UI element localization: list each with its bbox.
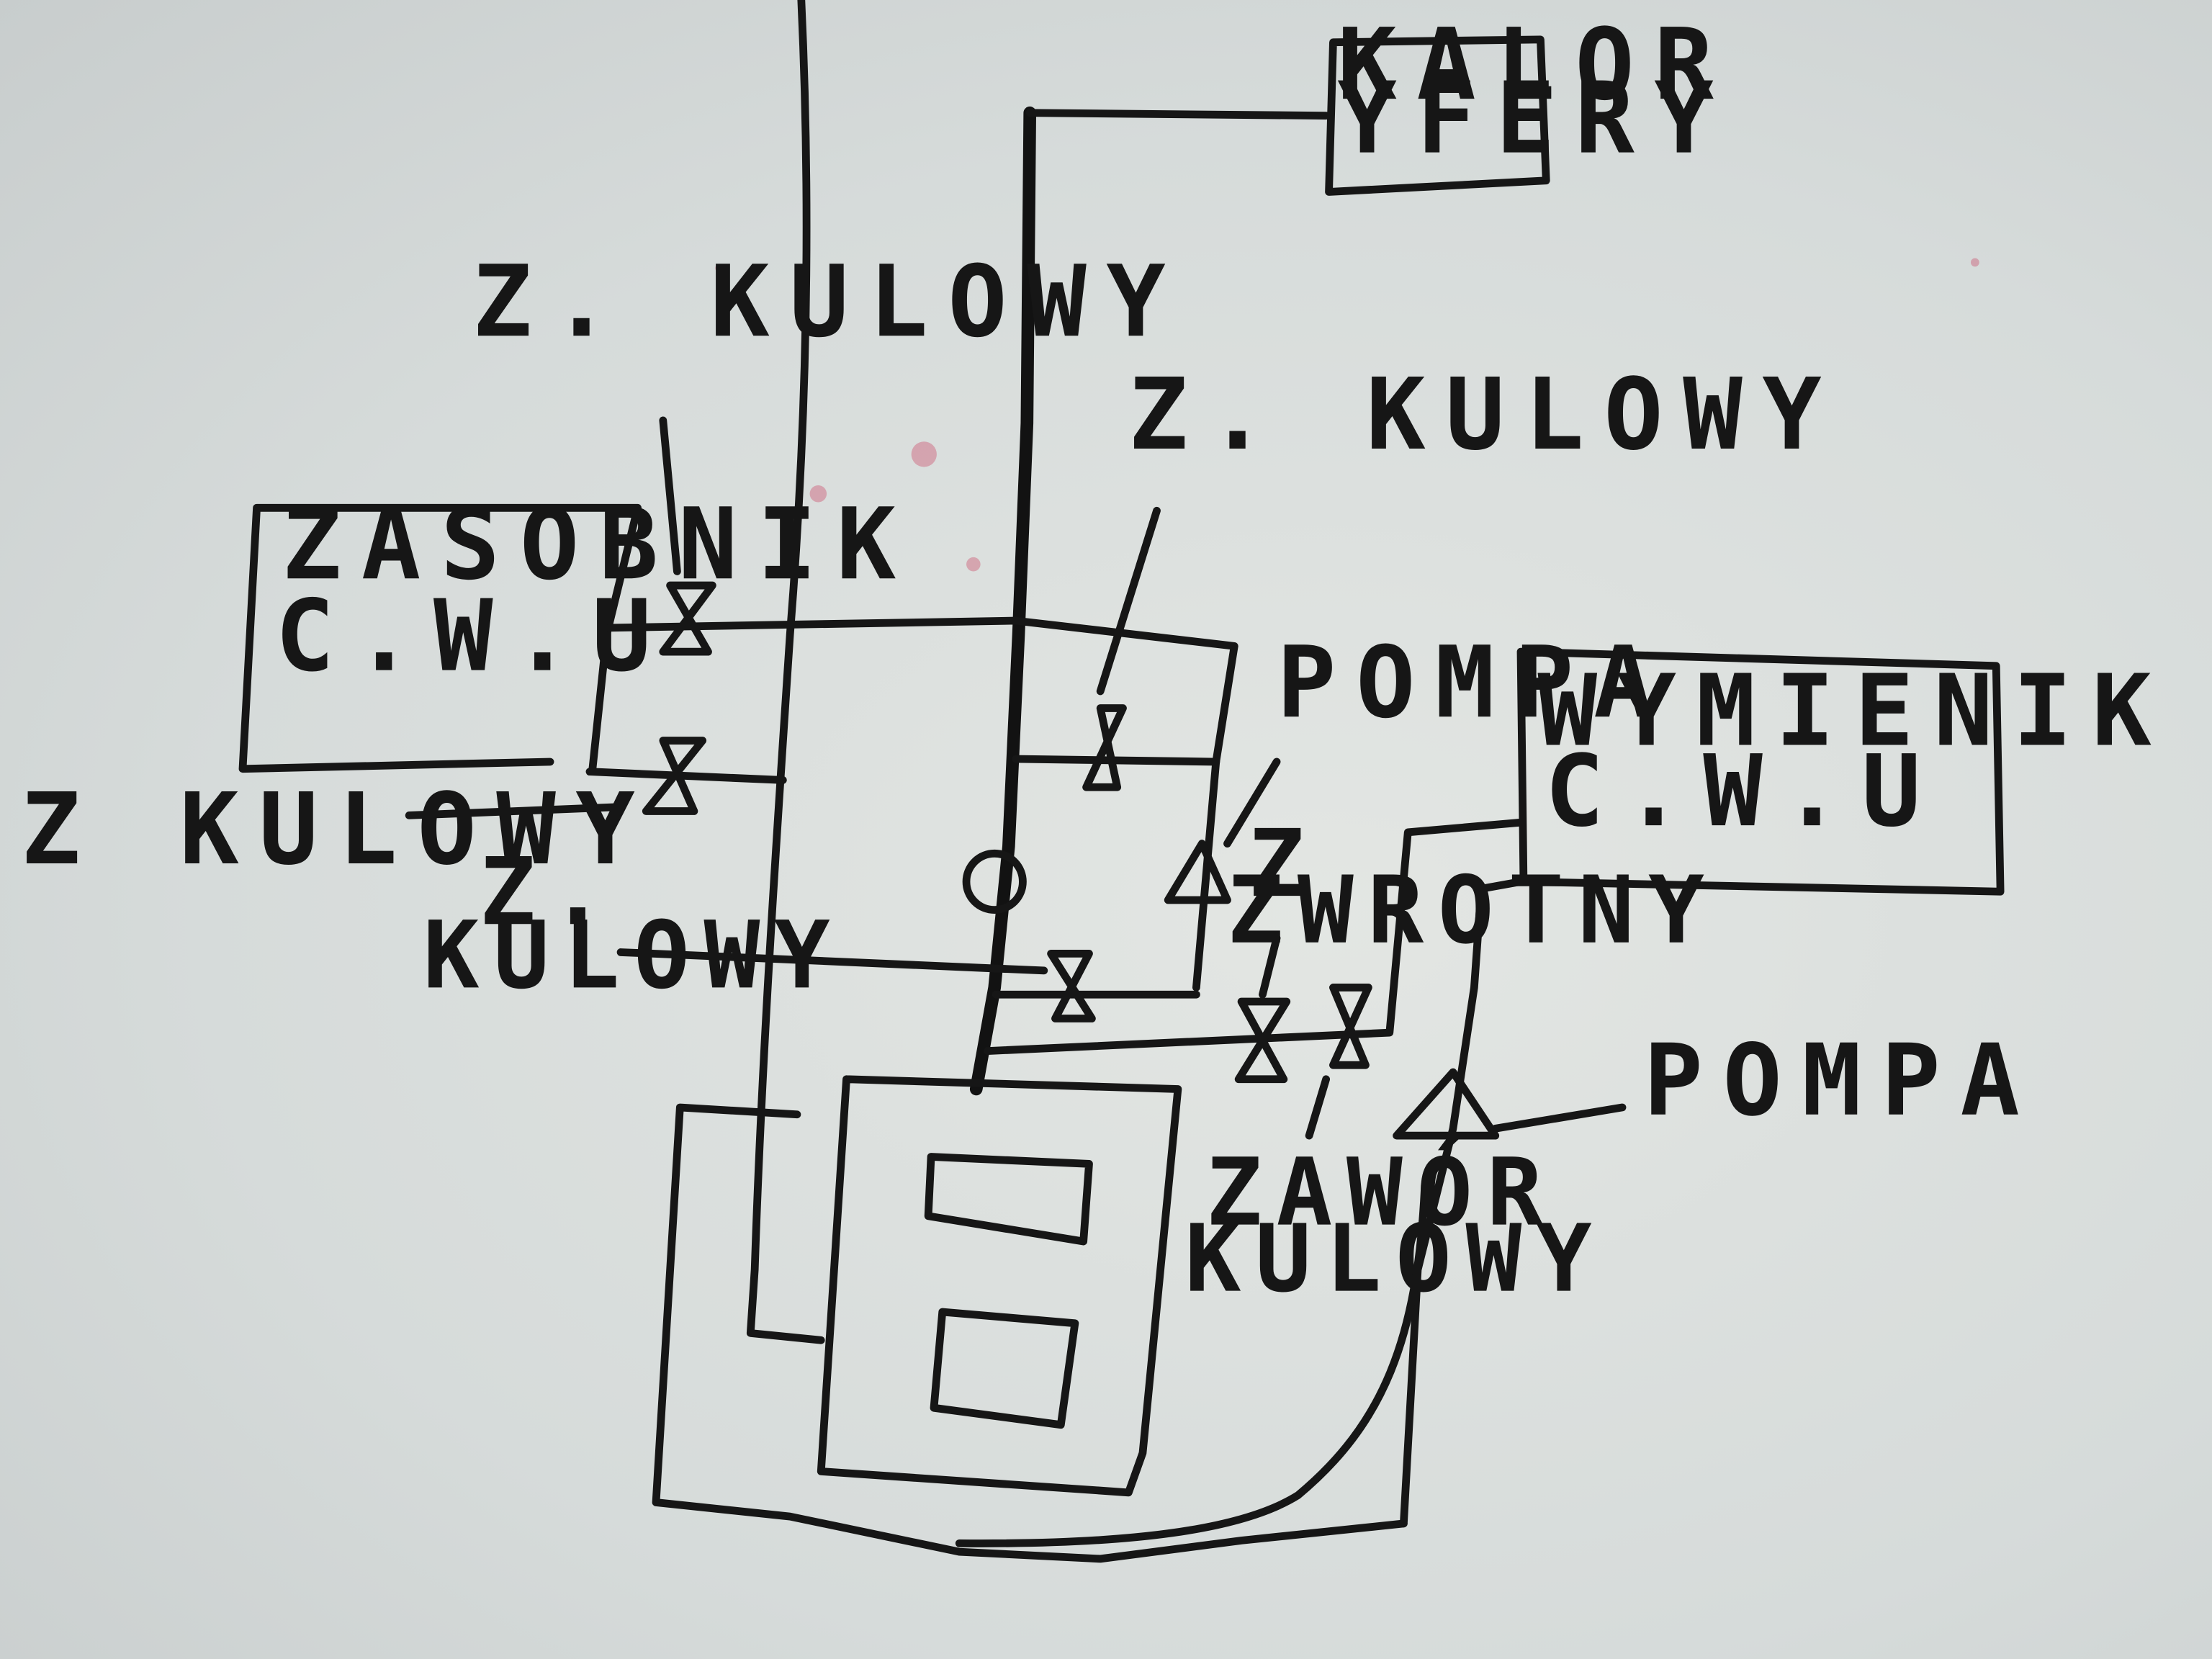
- leader-valve-top-right: [1096, 506, 1161, 696]
- paper-stains: [715, 258, 1979, 572]
- exchanger-to-boiler-pipe: [1400, 878, 1525, 1528]
- tank-lower-pipe: [585, 768, 787, 784]
- tank-upper-pipe: [605, 616, 1238, 766]
- hot-water-tank-label-line2: C.W.U: [275, 580, 671, 694]
- leader-valve-bottom: [1305, 1075, 1331, 1140]
- exchanger-return-pipe: [984, 818, 1525, 1055]
- leader-valve-top-left: [659, 416, 681, 575]
- boiler-upper-door: [924, 1153, 1093, 1246]
- pump-lower-symbol: [1393, 1068, 1500, 1140]
- leader-check-valve: [1259, 934, 1281, 999]
- label-check-valve-line1: Z: [1249, 810, 1318, 918]
- radiator-top-pipe: [1025, 109, 1331, 120]
- ball-valve-exchanger-2: [1329, 984, 1372, 1069]
- leader-valve-middle: [616, 948, 1048, 975]
- ball-valve-tank-upper: [659, 581, 716, 656]
- label-valve-top-left: Z. KULOWY: [472, 245, 1185, 359]
- label-check-valve-line2: ZWROTNY: [1227, 857, 1718, 965]
- heat-exchanger-box: [1516, 647, 2005, 896]
- label-valve-bottom-line2: KULOWY: [1185, 1205, 1606, 1313]
- circulation-meter-symbol: [962, 849, 1027, 914]
- leader-pump-lower: [1491, 1103, 1627, 1133]
- radiator-supply-pipe: [969, 106, 1037, 1096]
- ball-valve-bypass-lower: [1047, 950, 1096, 1022]
- ball-valve-bypass-upper: [1082, 704, 1127, 791]
- radiators-label-line2: YFERY: [1337, 62, 1733, 176]
- boiler-outer-casing: [652, 1103, 1408, 1563]
- boiler-rear-curve: [955, 1181, 1429, 1547]
- heat-exchanger-label-line1: WYMIENIK: [1538, 654, 2172, 768]
- label-valve-middle-line1: Z.: [480, 838, 620, 946]
- heat-exchanger-label-line2: C.W.U: [1545, 734, 1941, 849]
- bypass-right-pipe: [1192, 757, 1220, 992]
- radiators-box: [1325, 35, 1550, 196]
- ball-valve-exchanger-1: [1234, 997, 1291, 1084]
- boiler-lower-door: [930, 1308, 1079, 1429]
- label-valve-middle-line2: KULOWY: [423, 902, 845, 1010]
- bypass-upper-pipe: [1012, 755, 1220, 766]
- main-riser-pipe: [746, 0, 825, 1344]
- hot-water-tank-box: [238, 503, 642, 773]
- pump-upper-symbol: [1164, 840, 1231, 904]
- hot-water-tank-label-line1: ZASOBNIK: [282, 487, 916, 602]
- label-pump-upper: POMPA: [1277, 626, 1673, 740]
- boiler-front-panel: [817, 1075, 1182, 1497]
- label-pump-lower: POMPA: [1643, 1024, 2039, 1138]
- ball-valve-tank-lower: [642, 737, 707, 815]
- leader-valve-left: [405, 803, 625, 819]
- label-valve-top-right: Z. KULOWY: [1128, 358, 1841, 472]
- label-valve-left: Z KULOWY: [21, 773, 655, 887]
- leader-pump-upper: [1223, 757, 1281, 848]
- radiators-label-line1: KALOR: [1337, 8, 1733, 122]
- label-valve-bottom-line1: ZAWÓR: [1206, 1138, 1557, 1247]
